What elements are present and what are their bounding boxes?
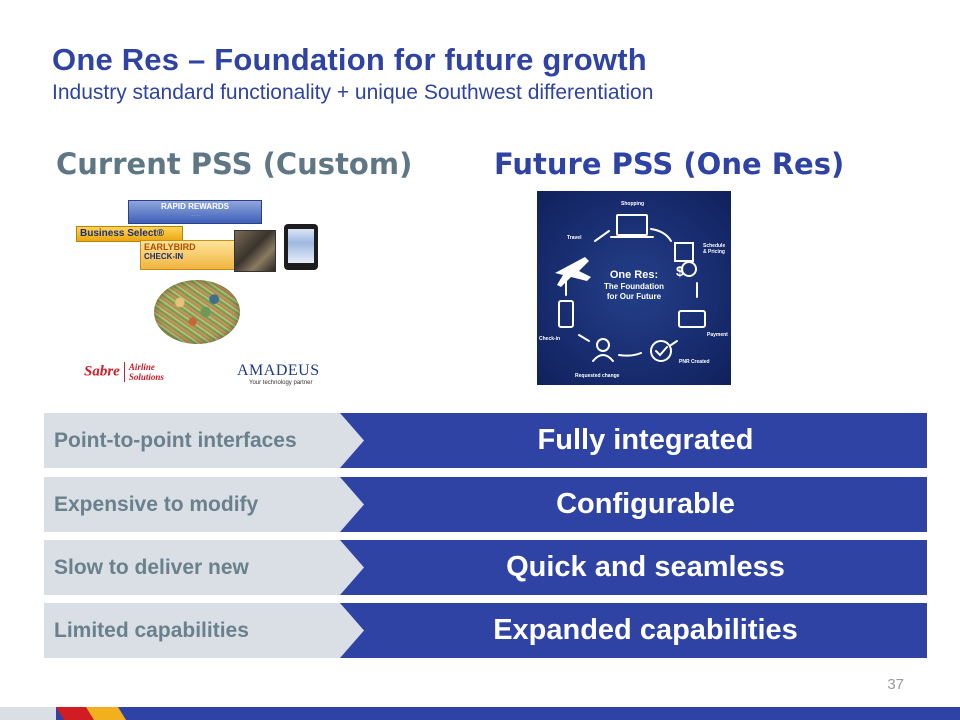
business-select-banner: Business Select® (76, 226, 183, 242)
mobile-phone-image (284, 224, 318, 270)
future-state-arrow: Expanded capabilities (340, 603, 927, 658)
rapid-rewards-fine-print: · · · · · (189, 213, 201, 218)
sabre-sub-label: Airline Solutions (128, 362, 164, 382)
current-state-cell: Slow to deliver new (44, 540, 384, 595)
future-state-arrow: Configurable (340, 477, 927, 532)
step-pricing: & Pricing (703, 249, 725, 255)
check-mark (655, 346, 668, 357)
current-state-cell: Point-to-point interfaces (44, 413, 384, 468)
check-circle-icon (650, 340, 672, 362)
comparison-row: Slow to deliver new Quick and seamless (44, 540, 927, 595)
current-state-label: Point-to-point interfaces (54, 429, 297, 452)
sabre-logo: Sabre Airline Solutions (84, 362, 173, 382)
arrow-5 (578, 334, 590, 342)
current-pss-heading: Current PSS (Custom) (56, 147, 413, 181)
current-pss-collage: RAPID REWARDS · · · · · Business Select®… (72, 190, 332, 390)
calendar-icon (674, 242, 694, 262)
future-pss-heading: Future PSS (One Res) (494, 147, 845, 181)
airplane-icon (555, 257, 591, 287)
step-schedule: Schedule (703, 243, 726, 249)
future-state-label: Quick and seamless (506, 551, 785, 583)
earlybird-banner: EARLYBIRD CHECK-IN · · · (140, 240, 236, 270)
amadeus-logo: AMADEUS Your technology partner (237, 362, 320, 386)
comparison-row: Limited capabilities Expanded capabiliti… (44, 603, 927, 658)
center-title-line1: One Res: (609, 269, 659, 281)
comparison-row: Expensive to modify Configurable (44, 477, 927, 532)
sabre-wordmark: Sabre (84, 363, 120, 380)
credit-card-icon (678, 310, 706, 328)
dollar-icon: $ (676, 263, 684, 279)
step-pnr-created: PNR Created (679, 359, 710, 365)
slide-title: One Res – Foundation for future growth (52, 42, 647, 77)
mobile-phone-icon (558, 300, 574, 328)
people-icon (596, 338, 610, 352)
future-state-arrow: Quick and seamless (340, 540, 927, 595)
step-payment: Payment (707, 332, 728, 338)
earlybird-label: EARLYBIRD (144, 242, 196, 252)
current-state-label: Slow to deliver new (54, 556, 249, 579)
one-res-cycle-graphic: $ One Res: The Foundation for Our Future (537, 191, 731, 385)
checkin-label: CHECK-IN (144, 252, 184, 261)
footer-stripe-gray (0, 707, 56, 720)
current-state-label: Limited capabilities (54, 619, 249, 642)
step-shopping: Shopping (621, 201, 645, 207)
future-state-label: Configurable (556, 488, 735, 520)
arrow-1 (650, 228, 672, 242)
one-res-cycle-svg: $ (555, 214, 706, 362)
step-travel: Travel (567, 235, 582, 241)
laptop-icon (616, 214, 648, 236)
page-number: 37 (887, 676, 904, 693)
amadeus-tagline: Your technology partner (249, 380, 313, 386)
current-state-label: Expensive to modify (54, 493, 259, 516)
slide-subtitle: Industry standard functionality + unique… (52, 81, 654, 104)
comparison-row: Point-to-point interfaces Fully integrat… (44, 413, 927, 468)
clock-icon (681, 261, 697, 277)
footer-stripe-red (56, 707, 96, 720)
rapid-rewards-banner: RAPID REWARDS · · · · · (128, 200, 262, 224)
earlybird-fine-print: · · · (144, 261, 149, 265)
one-res-center-title: One Res: The Foundation for Our Future (587, 269, 681, 302)
arrow-3 (670, 340, 678, 346)
future-state-label: Fully integrated (537, 424, 754, 456)
center-title-line2: The Foundation (604, 282, 664, 291)
step-check-in: Check-in (539, 336, 561, 342)
people-body (592, 354, 614, 362)
center-title-line3: for Our Future (606, 292, 662, 301)
amadeus-wordmark: AMADEUS (237, 362, 320, 379)
current-state-cell: Expensive to modify (44, 477, 384, 532)
future-state-label: Expanded capabilities (493, 614, 798, 646)
tangled-wires-image (154, 280, 240, 344)
future-state-arrow: Fully integrated (340, 413, 927, 468)
footer-bar (0, 707, 960, 720)
current-state-cell: Limited capabilities (44, 603, 384, 658)
arrow-7 (594, 230, 610, 242)
arrow-4 (618, 352, 642, 357)
rapid-rewards-label: RAPID REWARDS (160, 202, 229, 211)
step-requested-change: Requested change (575, 373, 620, 379)
footer-stripe-gold (86, 707, 126, 720)
kiosk-photo (234, 230, 276, 272)
